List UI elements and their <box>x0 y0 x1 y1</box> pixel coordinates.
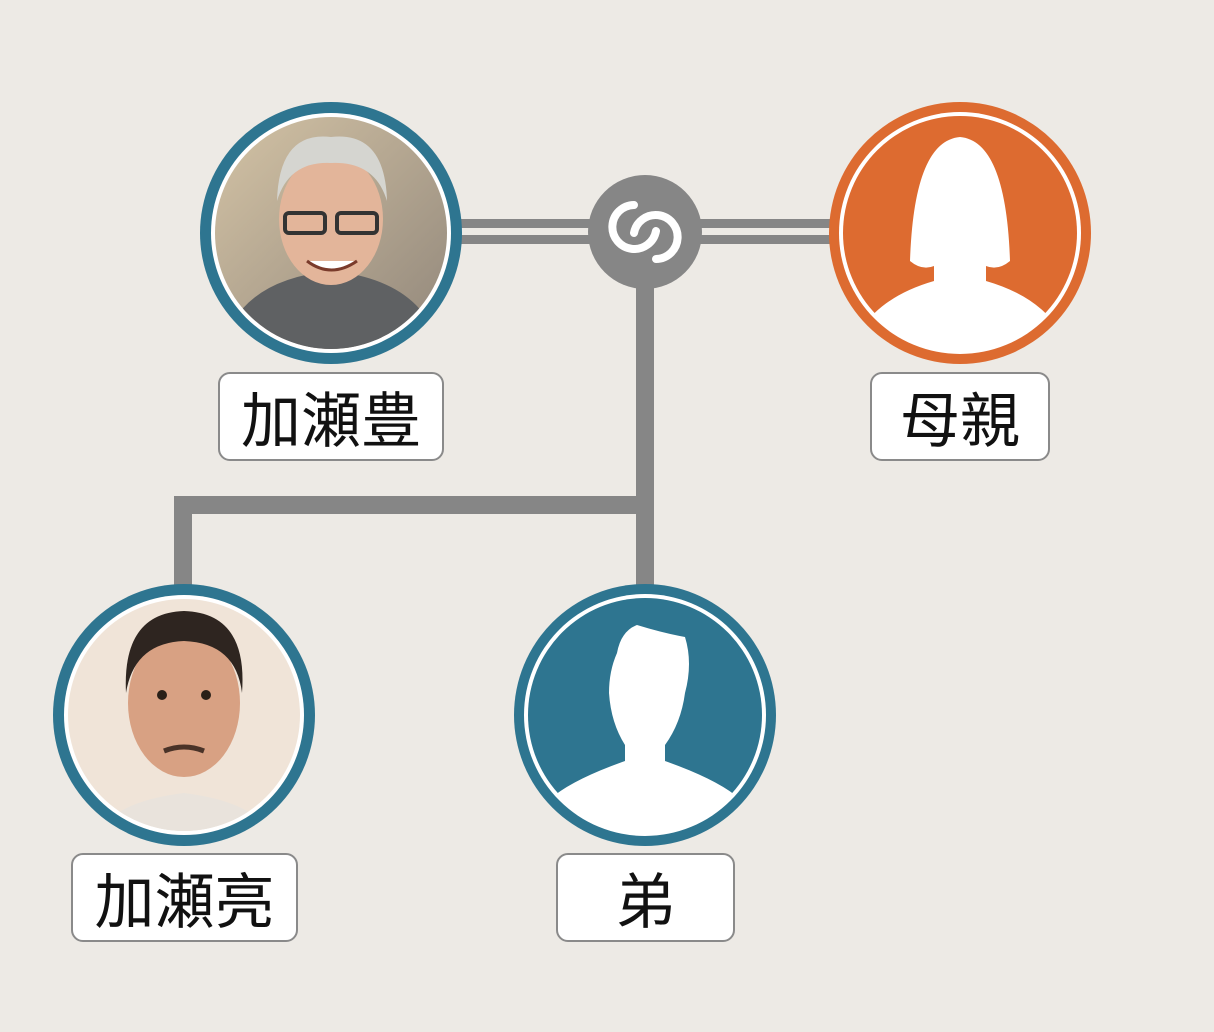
name-label-son1: 加瀬亮 <box>71 853 298 942</box>
marriage-line-right-bottom <box>695 235 835 244</box>
marriage-line-right-top <box>695 219 835 228</box>
marriage-knot <box>588 175 702 289</box>
name-label-mother: 母親 <box>870 372 1050 461</box>
person-node-mother[interactable] <box>828 101 1092 365</box>
marriage-line-left-top <box>455 219 595 228</box>
descent-line <box>636 270 654 595</box>
person-node-son1[interactable] <box>52 583 316 847</box>
name-label-father: 加瀬豊 <box>218 372 444 461</box>
interlocking-rings-icon <box>588 175 702 289</box>
female-silhouette-icon <box>829 102 1091 364</box>
child-line-left <box>174 496 192 596</box>
avatar-photo <box>200 102 462 364</box>
person-node-father[interactable] <box>199 101 463 365</box>
male-silhouette-icon <box>514 584 776 846</box>
avatar-photo <box>53 584 315 846</box>
person-node-son2[interactable] <box>513 583 777 847</box>
name-label-son2: 弟 <box>556 853 735 942</box>
marriage-line-left-bottom <box>455 235 595 244</box>
sibling-line <box>174 496 654 514</box>
